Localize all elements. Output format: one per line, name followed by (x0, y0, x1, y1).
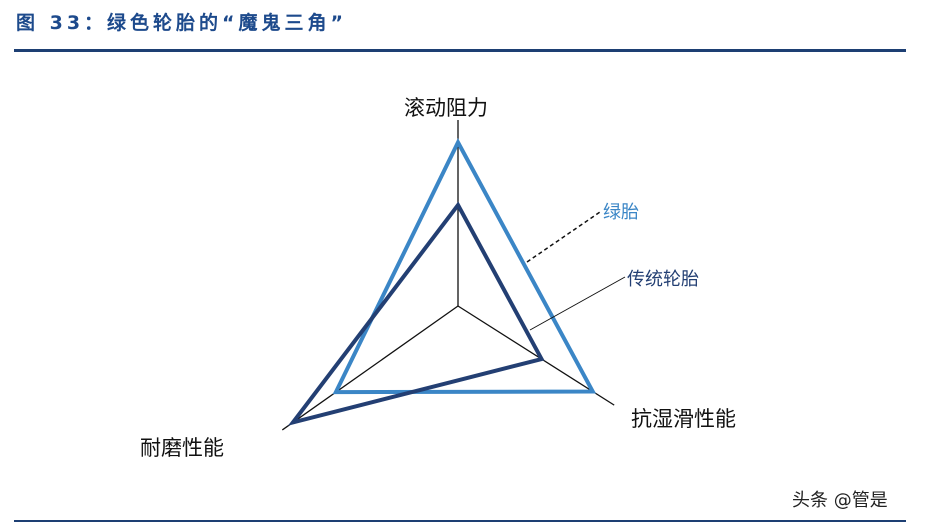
legend-traditional-tire: 传统轮胎 (627, 269, 699, 290)
axis-line-2 (281, 305, 459, 431)
bottom-divider (14, 520, 906, 522)
axis-label-rolling-resistance: 滚动阻力 (404, 96, 488, 120)
title-divider (14, 49, 906, 52)
figure-title: 图 33：绿色轮胎的“魔鬼三角” (16, 12, 348, 34)
legend-green-tire: 绿胎 (603, 202, 639, 223)
axis-label-wet-grip: 抗湿滑性能 (631, 407, 736, 431)
series-polygon-1 (287, 201, 545, 426)
legend-leader-traditional (529, 276, 626, 331)
watermark: 头条 @管是 (792, 490, 888, 511)
series-polygon-0 (332, 138, 597, 395)
axis-line-1 (457, 305, 615, 406)
legend-leader-green (526, 211, 601, 263)
axis-label-wear-resistance: 耐磨性能 (140, 436, 224, 460)
